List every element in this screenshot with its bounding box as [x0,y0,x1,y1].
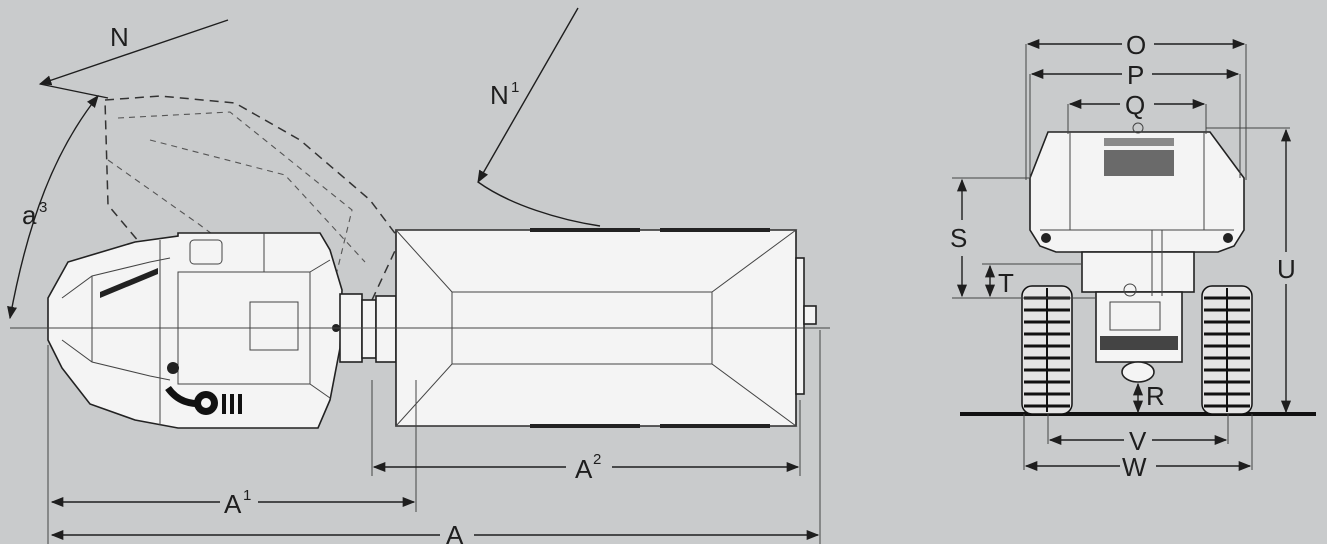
label-o: O [1126,30,1146,60]
label-r: R [1146,381,1165,411]
label-n: N [110,22,129,52]
front-engine-unit [47,232,343,429]
label-a1-sup: 1 [243,487,251,504]
label-a1: A [224,489,242,519]
dimension-r: R [1132,381,1165,414]
dimension-q: Q [1068,90,1206,120]
rear-view-body [1029,122,1245,383]
label-v: V [1129,426,1147,456]
label-w: W [1122,452,1147,482]
dimension-a: A [50,520,820,544]
steering-angle-a3: a 3 [7,83,109,320]
turning-radius-n: N [38,19,229,86]
dimension-o: O [1026,30,1246,60]
dimension-a2: A 2 [372,451,800,484]
label-s: S [950,223,967,253]
label-a2-sup: 2 [593,451,601,468]
dimension-w: W [1024,452,1252,482]
label-p: P [1127,60,1144,90]
label-a3-sup: 3 [39,199,47,216]
label-u: U [1277,254,1296,284]
label-a2: A [575,454,593,484]
label-q: Q [1125,90,1145,120]
dimension-s: S [950,178,967,298]
right-tyre [1201,285,1253,415]
label-a3: a [22,200,37,230]
top-view: N N 1 a 3 A 2 A [7,7,830,544]
dimension-v: V [1048,426,1228,456]
left-tyre [1021,285,1073,415]
label-a: A [446,520,464,544]
label-n1: N [490,80,509,110]
label-t: T [998,268,1014,298]
turning-radius-n1: N 1 [477,7,601,227]
dimension-p: P [1030,60,1240,90]
dimension-t: T [984,264,1014,298]
label-n1-sup: 1 [511,79,519,96]
dimension-a1: A 1 [50,487,416,519]
dimension-u: U [1277,128,1296,414]
rear-view: O P Q S T U [950,30,1316,482]
